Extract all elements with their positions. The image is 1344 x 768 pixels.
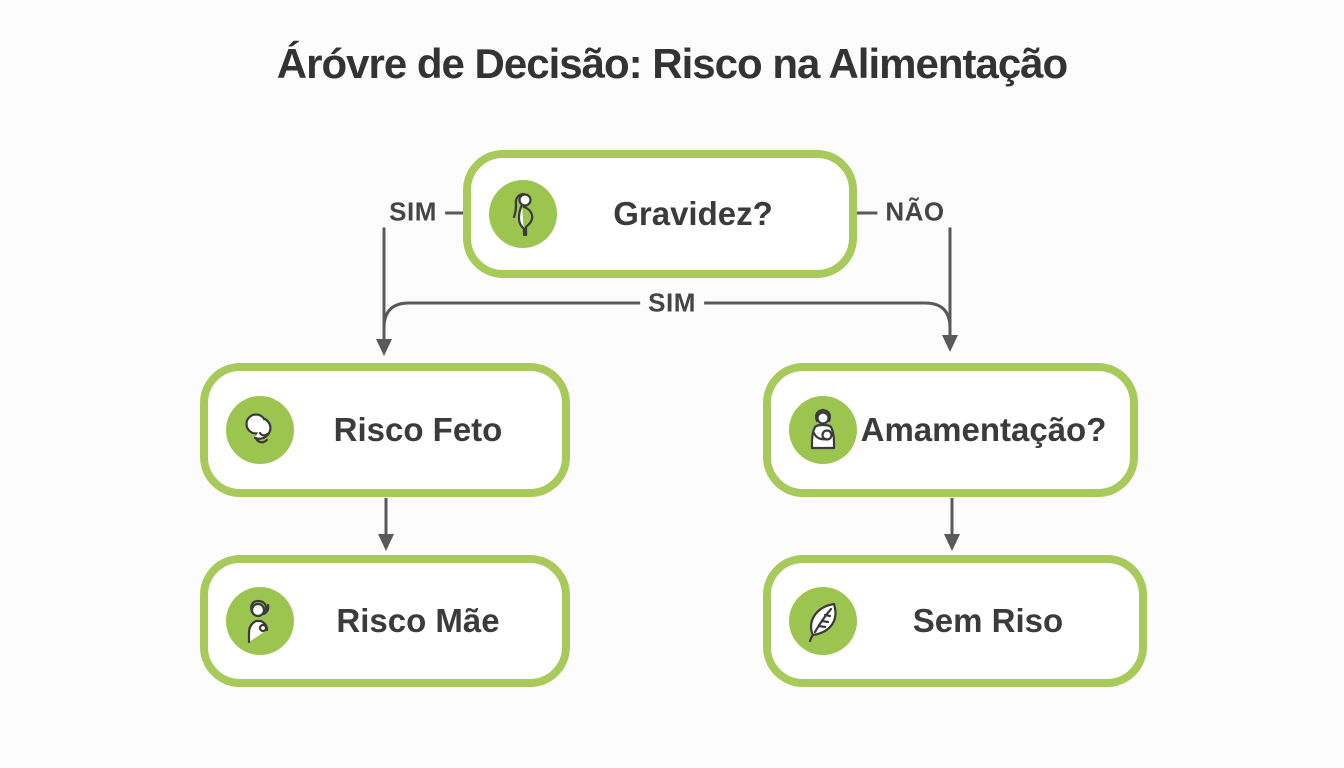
node-risco-mae-label: Risco Mãe: [336, 602, 500, 639]
edge-label-nao-right: NÃO: [877, 196, 953, 228]
breastfeeding-icon: [789, 396, 857, 464]
edge-label-sim-left: SIM: [381, 196, 445, 228]
edge-ama-sem-arrowhead: [944, 534, 960, 551]
edge-nao-right-arrowhead: [942, 335, 958, 352]
node-risco-mae: Risco Mãe: [200, 555, 570, 687]
node-gravidez: Gravidez?: [463, 150, 857, 278]
node-gravidez-label: Gravidez?: [613, 195, 773, 232]
edge-sim-left-arrowhead: [376, 339, 392, 356]
node-amamentacao-label: Amamentação?: [860, 411, 1107, 448]
node-risco-feto-label: Risco Feto: [333, 411, 503, 448]
pregnant-woman-icon: [489, 180, 557, 248]
leaf-icon: [789, 587, 857, 655]
page-title: Áróvre de Decisão: Risco na Alimentação: [276, 40, 1068, 87]
edge-feto-mae-arrowhead: [378, 534, 394, 551]
node-sem-riso: Sem Riso: [763, 555, 1147, 687]
edge-nao-right-line: [857, 211, 952, 336]
node-amamentacao: Amamentação?: [763, 363, 1138, 497]
worried-woman-icon: [226, 587, 294, 655]
node-sem-riso-label: Sem Riso: [912, 602, 1064, 639]
edge-label-sim-middle: SIM: [640, 287, 704, 319]
fetus-icon: [226, 396, 294, 464]
edge-sim-left-line: [382, 211, 463, 340]
node-risco-feto: Risco Feto: [200, 363, 570, 497]
